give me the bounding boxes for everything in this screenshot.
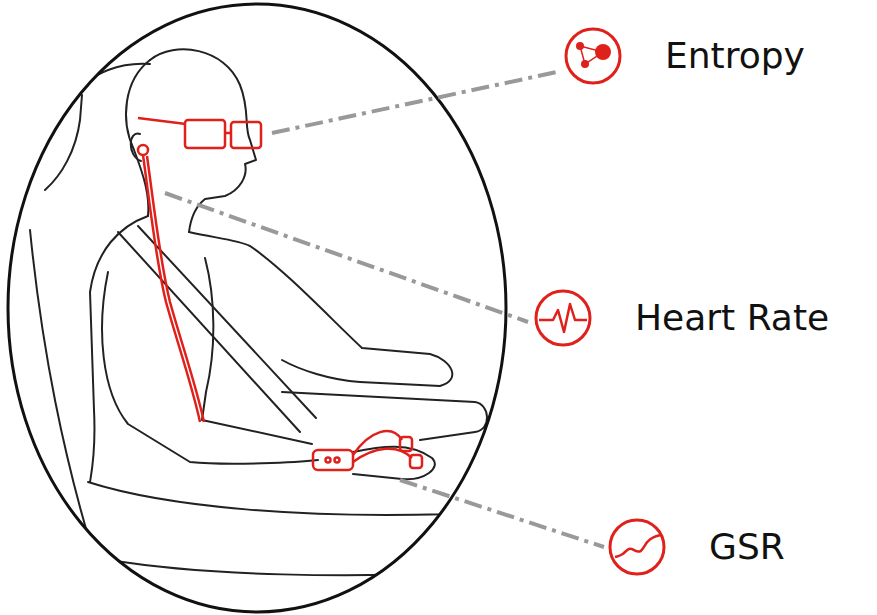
gsr-device xyxy=(313,450,353,470)
sensor-icon xyxy=(563,26,623,86)
seat-cushion xyxy=(88,482,500,575)
network-dot xyxy=(581,60,589,68)
seat-belt xyxy=(118,226,316,432)
thigh xyxy=(282,392,487,440)
hand xyxy=(353,447,435,479)
sensor-label: Heart Rate xyxy=(635,300,829,336)
glasses-lens xyxy=(185,120,225,148)
finger-wire xyxy=(353,431,412,462)
ear-clip xyxy=(138,145,148,155)
leader-line xyxy=(272,72,557,133)
network-icon xyxy=(576,42,611,68)
sensor-node: GSR xyxy=(607,517,785,577)
leader-group xyxy=(165,72,604,547)
head-back xyxy=(126,60,150,216)
network-dot xyxy=(595,44,611,60)
device-led xyxy=(326,458,331,463)
sensor-icon xyxy=(533,288,593,348)
leader-line xyxy=(165,193,528,322)
sensor-label: GSR xyxy=(709,529,785,565)
sensor-label: Entropy xyxy=(665,38,805,74)
device-led xyxy=(335,458,340,463)
sensor-icon xyxy=(607,517,667,577)
frame-ellipse xyxy=(8,4,506,612)
icon-circle xyxy=(566,29,620,83)
leader-line xyxy=(400,480,604,547)
glasses-lens xyxy=(231,122,261,148)
wave-icon xyxy=(615,535,661,557)
sensor-group xyxy=(138,118,422,470)
pulse-icon xyxy=(539,304,587,332)
icon-circle xyxy=(536,291,590,345)
reaching-arm xyxy=(189,232,452,386)
sensor-node: Heart Rate xyxy=(533,288,829,348)
sensor-node: Entropy xyxy=(563,26,805,86)
finger-electrode xyxy=(410,455,422,468)
icon-circle xyxy=(610,520,664,574)
finger-electrode xyxy=(400,437,412,451)
near-arm-front xyxy=(202,258,312,444)
network-dot xyxy=(576,42,584,50)
